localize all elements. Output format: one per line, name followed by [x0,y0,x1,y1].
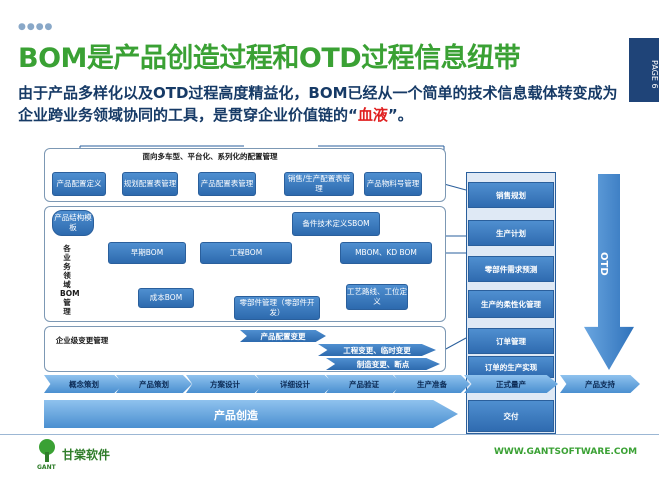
page-number-tag: PAGE 6 [629,38,659,102]
change-mgmt-label: 企业级变更管理 [55,336,109,345]
product-creation-label: 产品创造 [214,409,258,422]
order-management: 订单管理 [468,328,554,354]
footer-divider [0,434,659,435]
process-route: 工艺路线、工位定义 [346,284,408,310]
change-bar-config: 产品配置变更 [240,330,326,342]
early-bom: 早期BOM [108,242,186,264]
phase-scheme-design: 方案设计 [186,375,264,393]
spare-parts-sbom: 备件技术定义SBOM [292,212,380,236]
product-config-definition: 产品配置定义 [52,172,106,196]
change-bar-engineering: 工程变更、临时变更 [318,344,436,356]
phase-product-support: 产品支持 [560,375,640,393]
phase-detail-design: 详细设计 [256,375,334,393]
tree-logo-icon [36,438,58,464]
page-title: BOM是产品创造过程和OTD过程信息纽带 [18,43,521,74]
sales-planning: 销售规划 [468,182,554,208]
product-creation-arrow [44,400,458,428]
phase-mass-production: 正式量产 [464,375,558,393]
subtitle-end: ”。 [387,106,413,124]
phase-validation: 产品验证 [326,375,402,393]
parts-demand-forecast: 零部件需求预测 [468,256,554,282]
parts-management: 零部件管理（零部件开发） [234,296,320,320]
engineering-bom: 工程BOM [200,242,292,264]
subtitle-highlight: 血液 [357,106,388,124]
planning-config-table: 规划配置表管理 [122,172,178,196]
product-structure-template: 产品结构模板 [52,210,94,236]
phase-product-planning: 产品策划 [116,375,192,393]
production-planning: 生产计划 [468,220,554,246]
otd-label: OTD [598,252,609,276]
phase-production-prep: 生产准备 [394,375,470,393]
subtitle-text: 由于产品多样化以及OTD过程高度精益化，BOM已经从一个简单的技术信息载体转变成… [18,84,618,124]
bom-side-label: 各业务领域BOM管理 [60,244,80,316]
material-number-mgmt: 产品物料号管理 [364,172,422,196]
product-config-table: 产品配置表管理 [198,172,256,196]
cost-bom: 成本BOM [138,288,194,308]
order-production: 订单的生产实现 [468,356,554,378]
brand-name: 甘棠软件 [62,448,111,462]
brand-sub: GANT [37,464,56,471]
subtitle: 由于产品多样化以及OTD过程高度精益化，BOM已经从一个简单的技术信息载体转变成… [18,82,618,126]
sales-production-config-table: 销售/生产配置表管理 [284,172,354,196]
title-dots: ●●●● [18,22,54,32]
delivery-box: 交付 [468,400,554,432]
mbom-kdbom: MBOM、KD BOM [340,242,432,264]
phase-concept: 概念策划 [44,375,124,393]
config-panel-title: 面向多车型、平台化、系列化的配置管理 [142,152,278,161]
change-bar-manufacturing: 制造变更、断点 [326,358,440,370]
flexible-production: 生产的柔性化管理 [468,290,554,318]
company-url[interactable]: WWW.GANTSOFTWARE.COM [494,447,638,457]
